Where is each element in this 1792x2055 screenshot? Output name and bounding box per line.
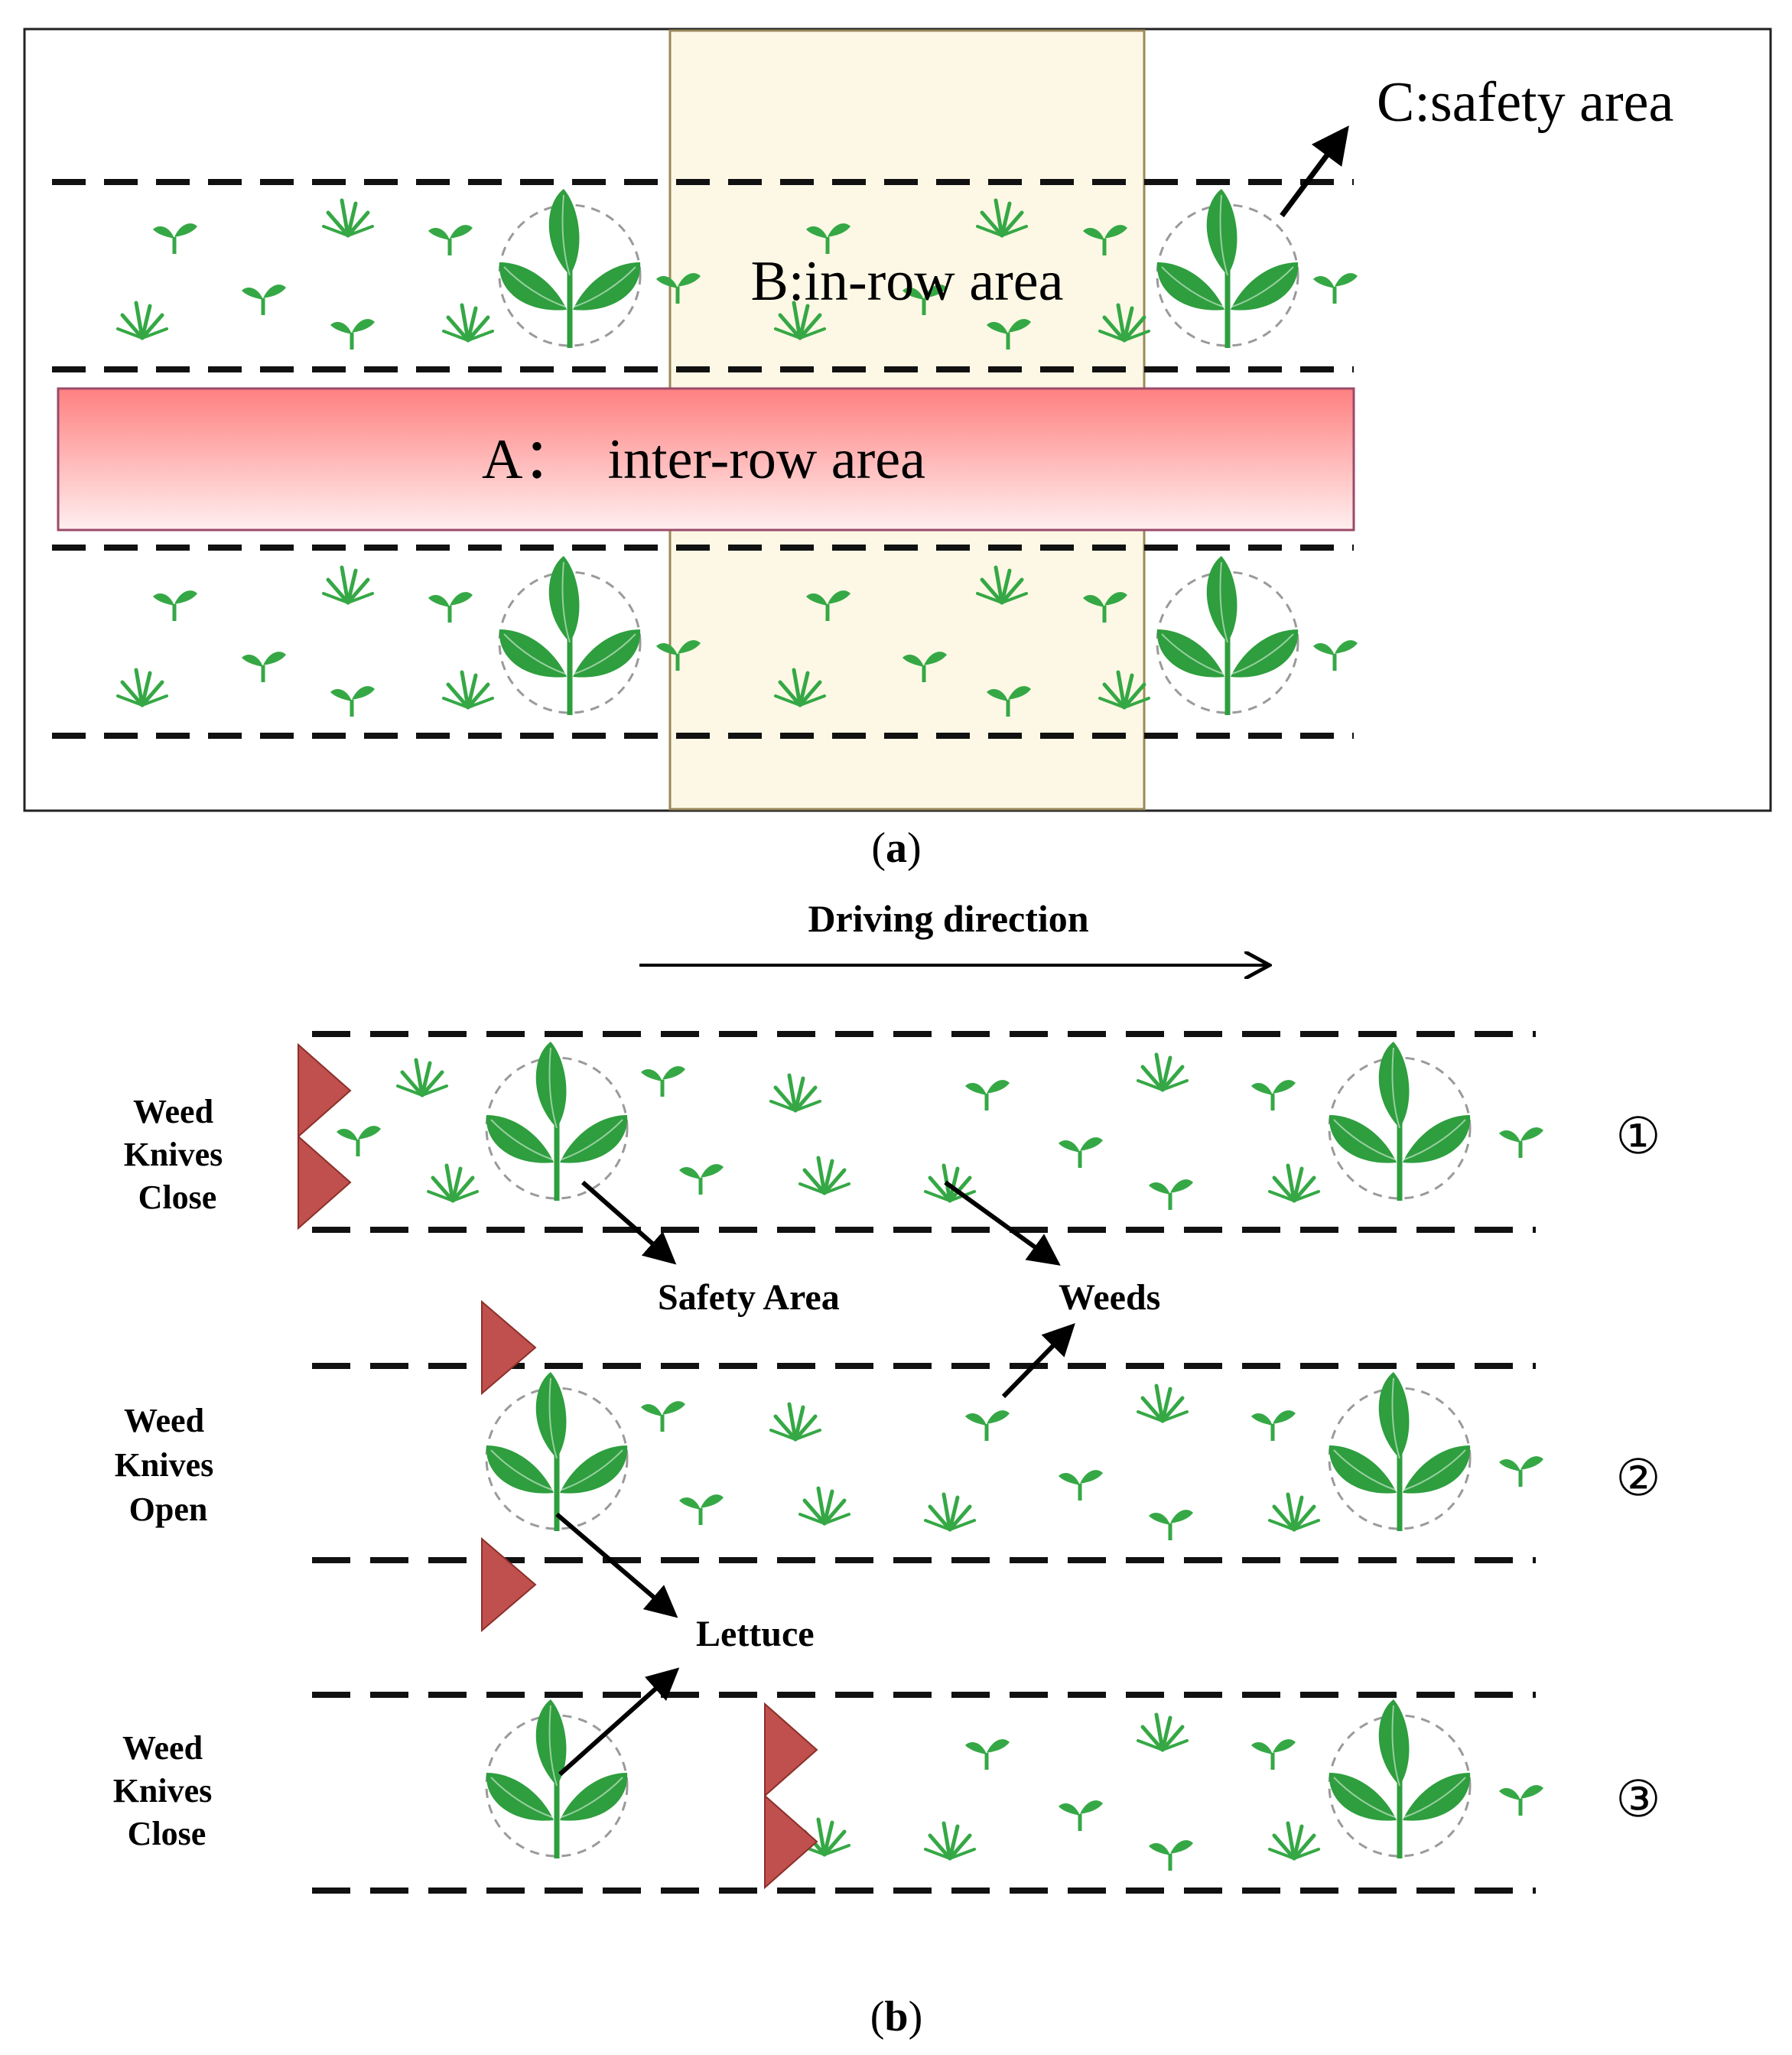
safety-area-arrow [1280, 125, 1349, 218]
driving-direction-label: Driving direction [808, 897, 1088, 940]
panel-b: Driving direction [113, 897, 1661, 2040]
lettuce-stage3-b [1329, 1699, 1470, 1858]
weeds-callout: Weeds [1059, 1277, 1160, 1318]
stage3-number: ③ [1615, 1770, 1660, 1829]
lettuce-stage1-a [486, 1042, 627, 1201]
row-boundaries-a [52, 179, 1354, 739]
stage1-label: Weed Knives Close [124, 1093, 232, 1216]
inter-row-area-band [57, 387, 1355, 532]
safety-area-pointer [581, 1180, 677, 1265]
knife-stage1-top [298, 1042, 352, 1139]
knife-stage3-top [764, 1702, 818, 1798]
knife-stage2-bottom [481, 1536, 537, 1633]
weeds-pointer-1 [944, 1180, 1061, 1266]
lettuce-stage2-a [486, 1372, 627, 1531]
panel-a: A： inter-row area B:in-row area C:safety… [23, 28, 1772, 872]
lettuce-callout: Lettuce [696, 1614, 815, 1654]
weeds-pointer-2 [1001, 1322, 1075, 1399]
lettuce-stage3-a [486, 1699, 627, 1858]
weed-knives [298, 1042, 818, 1890]
row-boundaries-b [312, 1031, 1536, 1894]
safety-area-callout: Safety Area [658, 1277, 840, 1318]
knife-stage3-bottom [764, 1793, 818, 1890]
caption-a: (a) [871, 824, 921, 872]
knife-stage2-top [481, 1299, 537, 1396]
in-row-area-label: B:in-row area [751, 250, 1064, 313]
lettuce-stage1-b [1329, 1042, 1470, 1201]
knife-stage1-bottom [298, 1134, 352, 1231]
lettuce-pointer-2 [558, 1667, 680, 1777]
lettuce-stage2-b [1329, 1372, 1470, 1531]
stage2-number: ② [1615, 1449, 1660, 1507]
safety-area-label: C:safety area [1377, 71, 1673, 134]
caption-b: (b) [870, 1993, 922, 2040]
lettuce-pointer-1 [555, 1512, 678, 1618]
inter-row-area-label: A： inter-row area [482, 428, 925, 491]
stage1-number: ① [1615, 1107, 1660, 1166]
stage2-label: Weed Knives Open [115, 1402, 223, 1528]
stage3-label: Weed Knives Close [113, 1729, 221, 1852]
